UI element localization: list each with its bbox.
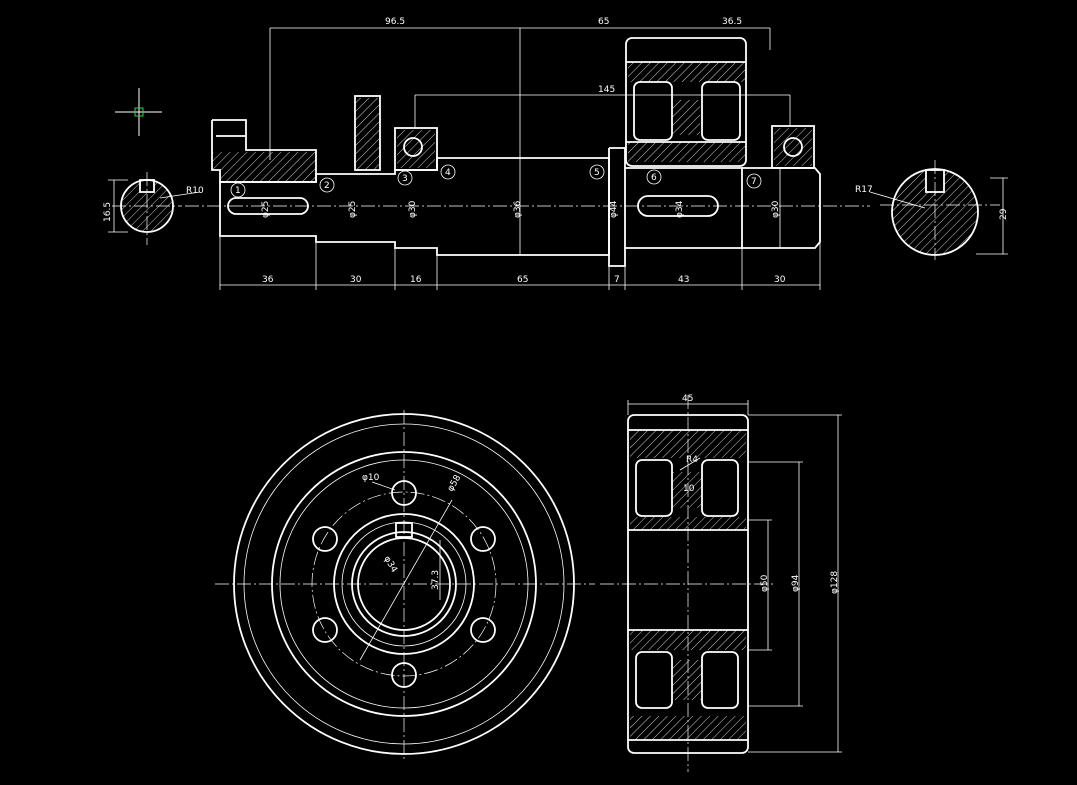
balloon-6: 6 — [651, 173, 657, 183]
right-section-height: 29 — [999, 208, 1009, 220]
dim-top-a: 96.5 — [385, 17, 405, 27]
shaft-assembly — [185, 37, 870, 267]
dim-b4: 7 — [614, 275, 620, 285]
side-r: R4 — [686, 455, 698, 465]
wheel-keyway: 37.3 — [431, 570, 441, 590]
balloon-7: 7 — [751, 177, 757, 187]
dia-4: φ36 — [513, 200, 523, 218]
wheel-front-view — [215, 410, 595, 760]
balloon-3: 3 — [402, 174, 408, 184]
balloon-1: 1 — [235, 186, 241, 196]
wheel-bolt-circle: φ58 — [446, 473, 463, 493]
balloon-markers — [230, 164, 762, 198]
left-section-radius: R10 — [186, 186, 204, 196]
balloon-4: 4 — [445, 168, 451, 178]
dim-top-b: 65 — [598, 17, 609, 27]
balloon-5: 5 — [594, 168, 600, 178]
side-d-small: φ50 — [760, 574, 770, 592]
dim-b1: 30 — [350, 275, 362, 285]
dia-7: φ30 — [771, 200, 781, 218]
wheel-hole-dia: φ10 — [362, 473, 380, 483]
dia-6: φ34 — [675, 200, 685, 218]
dim-top-c: 36.5 — [722, 17, 742, 27]
dim-inner: 145 — [598, 85, 615, 95]
dia-5: φ44 — [609, 200, 619, 218]
dia-3: φ30 — [408, 200, 418, 218]
dim-b3: 65 — [517, 275, 528, 285]
wheel-bore-dia: φ34 — [381, 555, 398, 575]
side-width: 45 — [682, 394, 693, 404]
left-section-view — [108, 172, 201, 245]
wheel-side-view — [600, 395, 842, 772]
side-d-mid: φ94 — [791, 574, 801, 592]
right-section-radius: R17 — [855, 185, 873, 195]
side-d-big: φ128 — [830, 571, 840, 594]
dia-2: φ25 — [348, 201, 358, 218]
right-section-view — [869, 160, 1008, 260]
side-slot: 10 — [683, 484, 695, 494]
dim-b2: 16 — [410, 275, 422, 285]
balloon-2: 2 — [324, 181, 330, 191]
cursor-crosshair — [115, 88, 162, 136]
dim-b5: 43 — [678, 275, 689, 285]
top-dimensions — [269, 27, 791, 255]
dim-b0: 36 — [262, 275, 274, 285]
left-section-height: 16.5 — [103, 202, 113, 222]
dim-b6: 30 — [774, 275, 786, 285]
dia-1: φ25 — [261, 201, 271, 218]
bottom-dimensions — [219, 236, 821, 290]
